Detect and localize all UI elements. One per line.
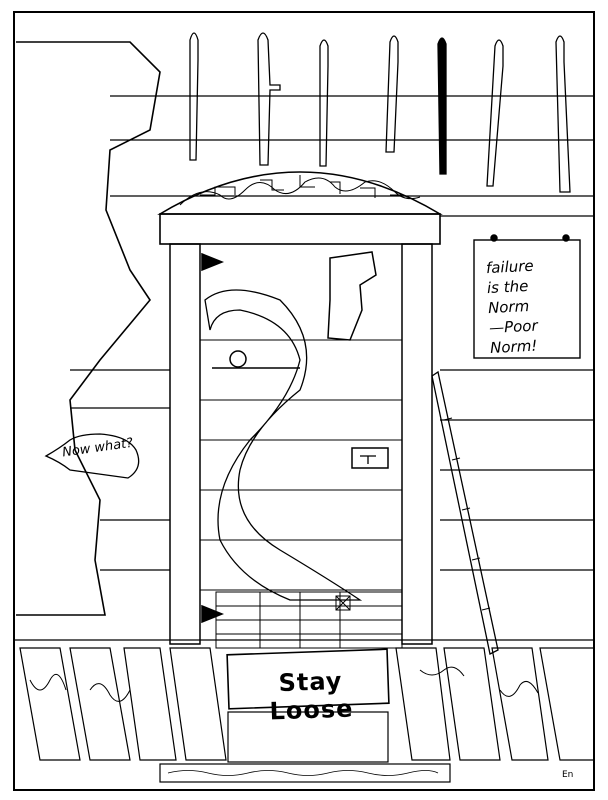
wall-hole-edge — [16, 41, 161, 616]
door-frame — [159, 213, 441, 245]
arch-pattern — [179, 175, 421, 206]
doorway-hole — [327, 251, 377, 341]
walking-sticks — [189, 32, 571, 193]
artist-initials: En — [562, 770, 574, 780]
doorway-planks — [200, 339, 402, 591]
light-switch — [351, 447, 389, 469]
sign-line-2: is the Norm — [486, 276, 530, 318]
brick-step — [215, 591, 403, 649]
door-right-post — [401, 243, 433, 645]
wall-sign-board — [473, 239, 581, 359]
wall-sign-text: failure is the Norm —Poor Norm! — [485, 254, 570, 358]
apple — [229, 350, 247, 368]
door-mat-text: Stay Loose — [269, 666, 354, 726]
sign-line-4: Norm! — [489, 336, 538, 358]
floorboards — [14, 639, 595, 761]
leaning-stick — [431, 370, 499, 655]
page-border — [13, 11, 595, 791]
wall-planks — [70, 95, 594, 571]
hinge-top — [201, 252, 225, 272]
door-arch-top — [157, 171, 443, 215]
door-mat-board — [226, 648, 390, 710]
step-block — [227, 711, 389, 763]
bottom-strip — [159, 763, 451, 783]
door-left-post — [169, 243, 201, 645]
winding-path — [204, 289, 363, 601]
hinge-bottom — [201, 604, 225, 624]
speech-bubble — [44, 433, 140, 479]
